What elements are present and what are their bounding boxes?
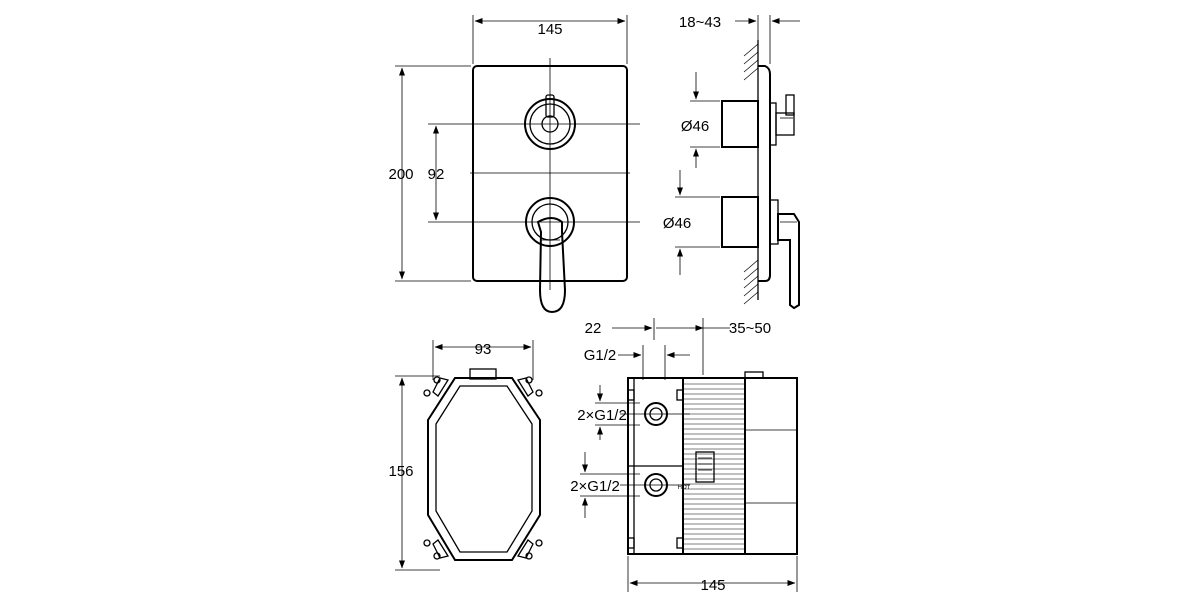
lower-rosette (721, 196, 759, 248)
upper-knob (524, 94, 576, 150)
box-front-view: 93 156 (388, 340, 543, 571)
lower-diameter-label: Ø46 (663, 215, 691, 232)
handle-spacing-label: 92 (428, 166, 445, 183)
hot-indicator (695, 451, 715, 483)
offset-label: 22 (585, 320, 602, 337)
side-view: 18~43 Ø46 Ø46 (663, 14, 800, 310)
box-inner-shell (435, 385, 533, 553)
hot-label: HOT (678, 485, 691, 491)
upper-rosette (721, 100, 759, 148)
cover-plate-profile (758, 65, 771, 282)
lower-port (620, 473, 690, 497)
lower-lever (525, 197, 575, 314)
box-width-label: 93 (475, 341, 492, 358)
front-height-label: 200 (388, 166, 413, 183)
upper-port (620, 402, 690, 426)
box-side-view: 22 35~50 G1/2 (570, 318, 798, 594)
depth-label: 18~43 (679, 14, 721, 31)
upper-diameter-label: Ø46 (681, 118, 709, 135)
front-view: 145 200 92 (388, 15, 640, 314)
thread-label: G1/2 (584, 347, 617, 364)
wall-hatching (743, 43, 759, 305)
box-depth-label: 35~50 (729, 320, 771, 337)
box-height-label: 156 (388, 463, 413, 480)
box-top-port (469, 368, 497, 380)
front-width-label: 145 (537, 21, 562, 38)
upper-ports-label: 2×G1/2 (577, 407, 627, 424)
box-outer-shell (427, 377, 541, 561)
box-side-width-label: 145 (700, 577, 725, 594)
cover-box (744, 377, 798, 555)
mounting-lugs (423, 376, 543, 560)
lower-ports-label: 2×G1/2 (570, 478, 620, 495)
